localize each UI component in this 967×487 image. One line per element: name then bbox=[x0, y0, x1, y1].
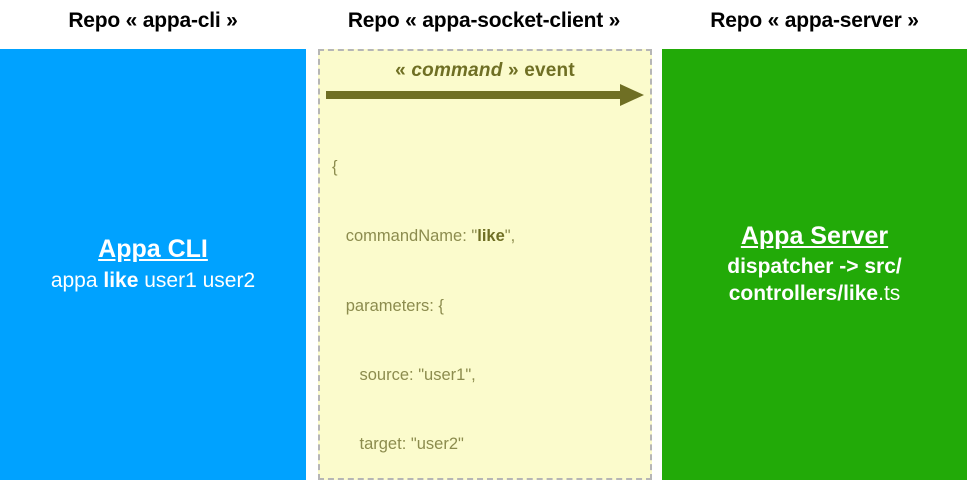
command-event-prefix: « bbox=[395, 60, 412, 81]
server-path-prefix: controllers/ bbox=[728, 282, 844, 306]
command-suffix: user1 user2 bbox=[138, 268, 256, 292]
code-line: parameters: { bbox=[332, 296, 444, 315]
code-line: target: "user2" bbox=[332, 435, 464, 454]
command-event-suffix: » event bbox=[502, 60, 575, 81]
command-highlight: like bbox=[103, 268, 139, 292]
panels-row: Appa CLI appa like user1 user2 « command… bbox=[0, 49, 967, 480]
code-line: commandName: "like", bbox=[332, 225, 650, 248]
column-headers: Repo « appa-cli » Repo « appa-socket-cli… bbox=[0, 0, 967, 42]
code-seg: commandName: " bbox=[332, 227, 478, 246]
command-event-code: { commandName: "like", parameters: { sou… bbox=[320, 108, 650, 478]
panel-appa-cli: Appa CLI appa like user1 user2 bbox=[0, 49, 306, 480]
appa-cli-title: Appa CLI bbox=[98, 235, 208, 264]
panel-appa-socket-client: « command » event { commandName: "like",… bbox=[318, 49, 652, 480]
server-path-line1: dispatcher -> src/ bbox=[727, 255, 902, 279]
panel-appa-server: Appa Server dispatcher -> src/controller… bbox=[662, 49, 967, 480]
header-repo-appa-server: Repo « appa-server » bbox=[710, 9, 919, 32]
appa-server-title: Appa Server bbox=[740, 222, 889, 250]
command-prefix: appa bbox=[50, 268, 104, 292]
command-event-heading: « command » event bbox=[320, 60, 650, 82]
command-event-emphasis: command bbox=[411, 60, 503, 81]
server-path-suffix: .ts bbox=[878, 282, 901, 306]
code-seg: ", bbox=[504, 227, 516, 246]
arrow-right-wrap bbox=[320, 82, 650, 108]
server-path-highlight: like bbox=[843, 282, 879, 306]
header-repo-appa-socket-client: Repo « appa-socket-client » bbox=[347, 9, 621, 32]
code-line: source: "user1", bbox=[332, 366, 476, 385]
arrow-right-icon bbox=[326, 84, 644, 106]
header-repo-appa-cli: Repo « appa-cli » bbox=[68, 9, 238, 32]
appa-cli-command: appa like user1 user2 bbox=[51, 268, 255, 295]
appa-server-path: dispatcher -> src/controllers/like.ts bbox=[727, 254, 902, 308]
code-seg-bold: like bbox=[477, 227, 505, 246]
code-line: { bbox=[332, 158, 338, 177]
